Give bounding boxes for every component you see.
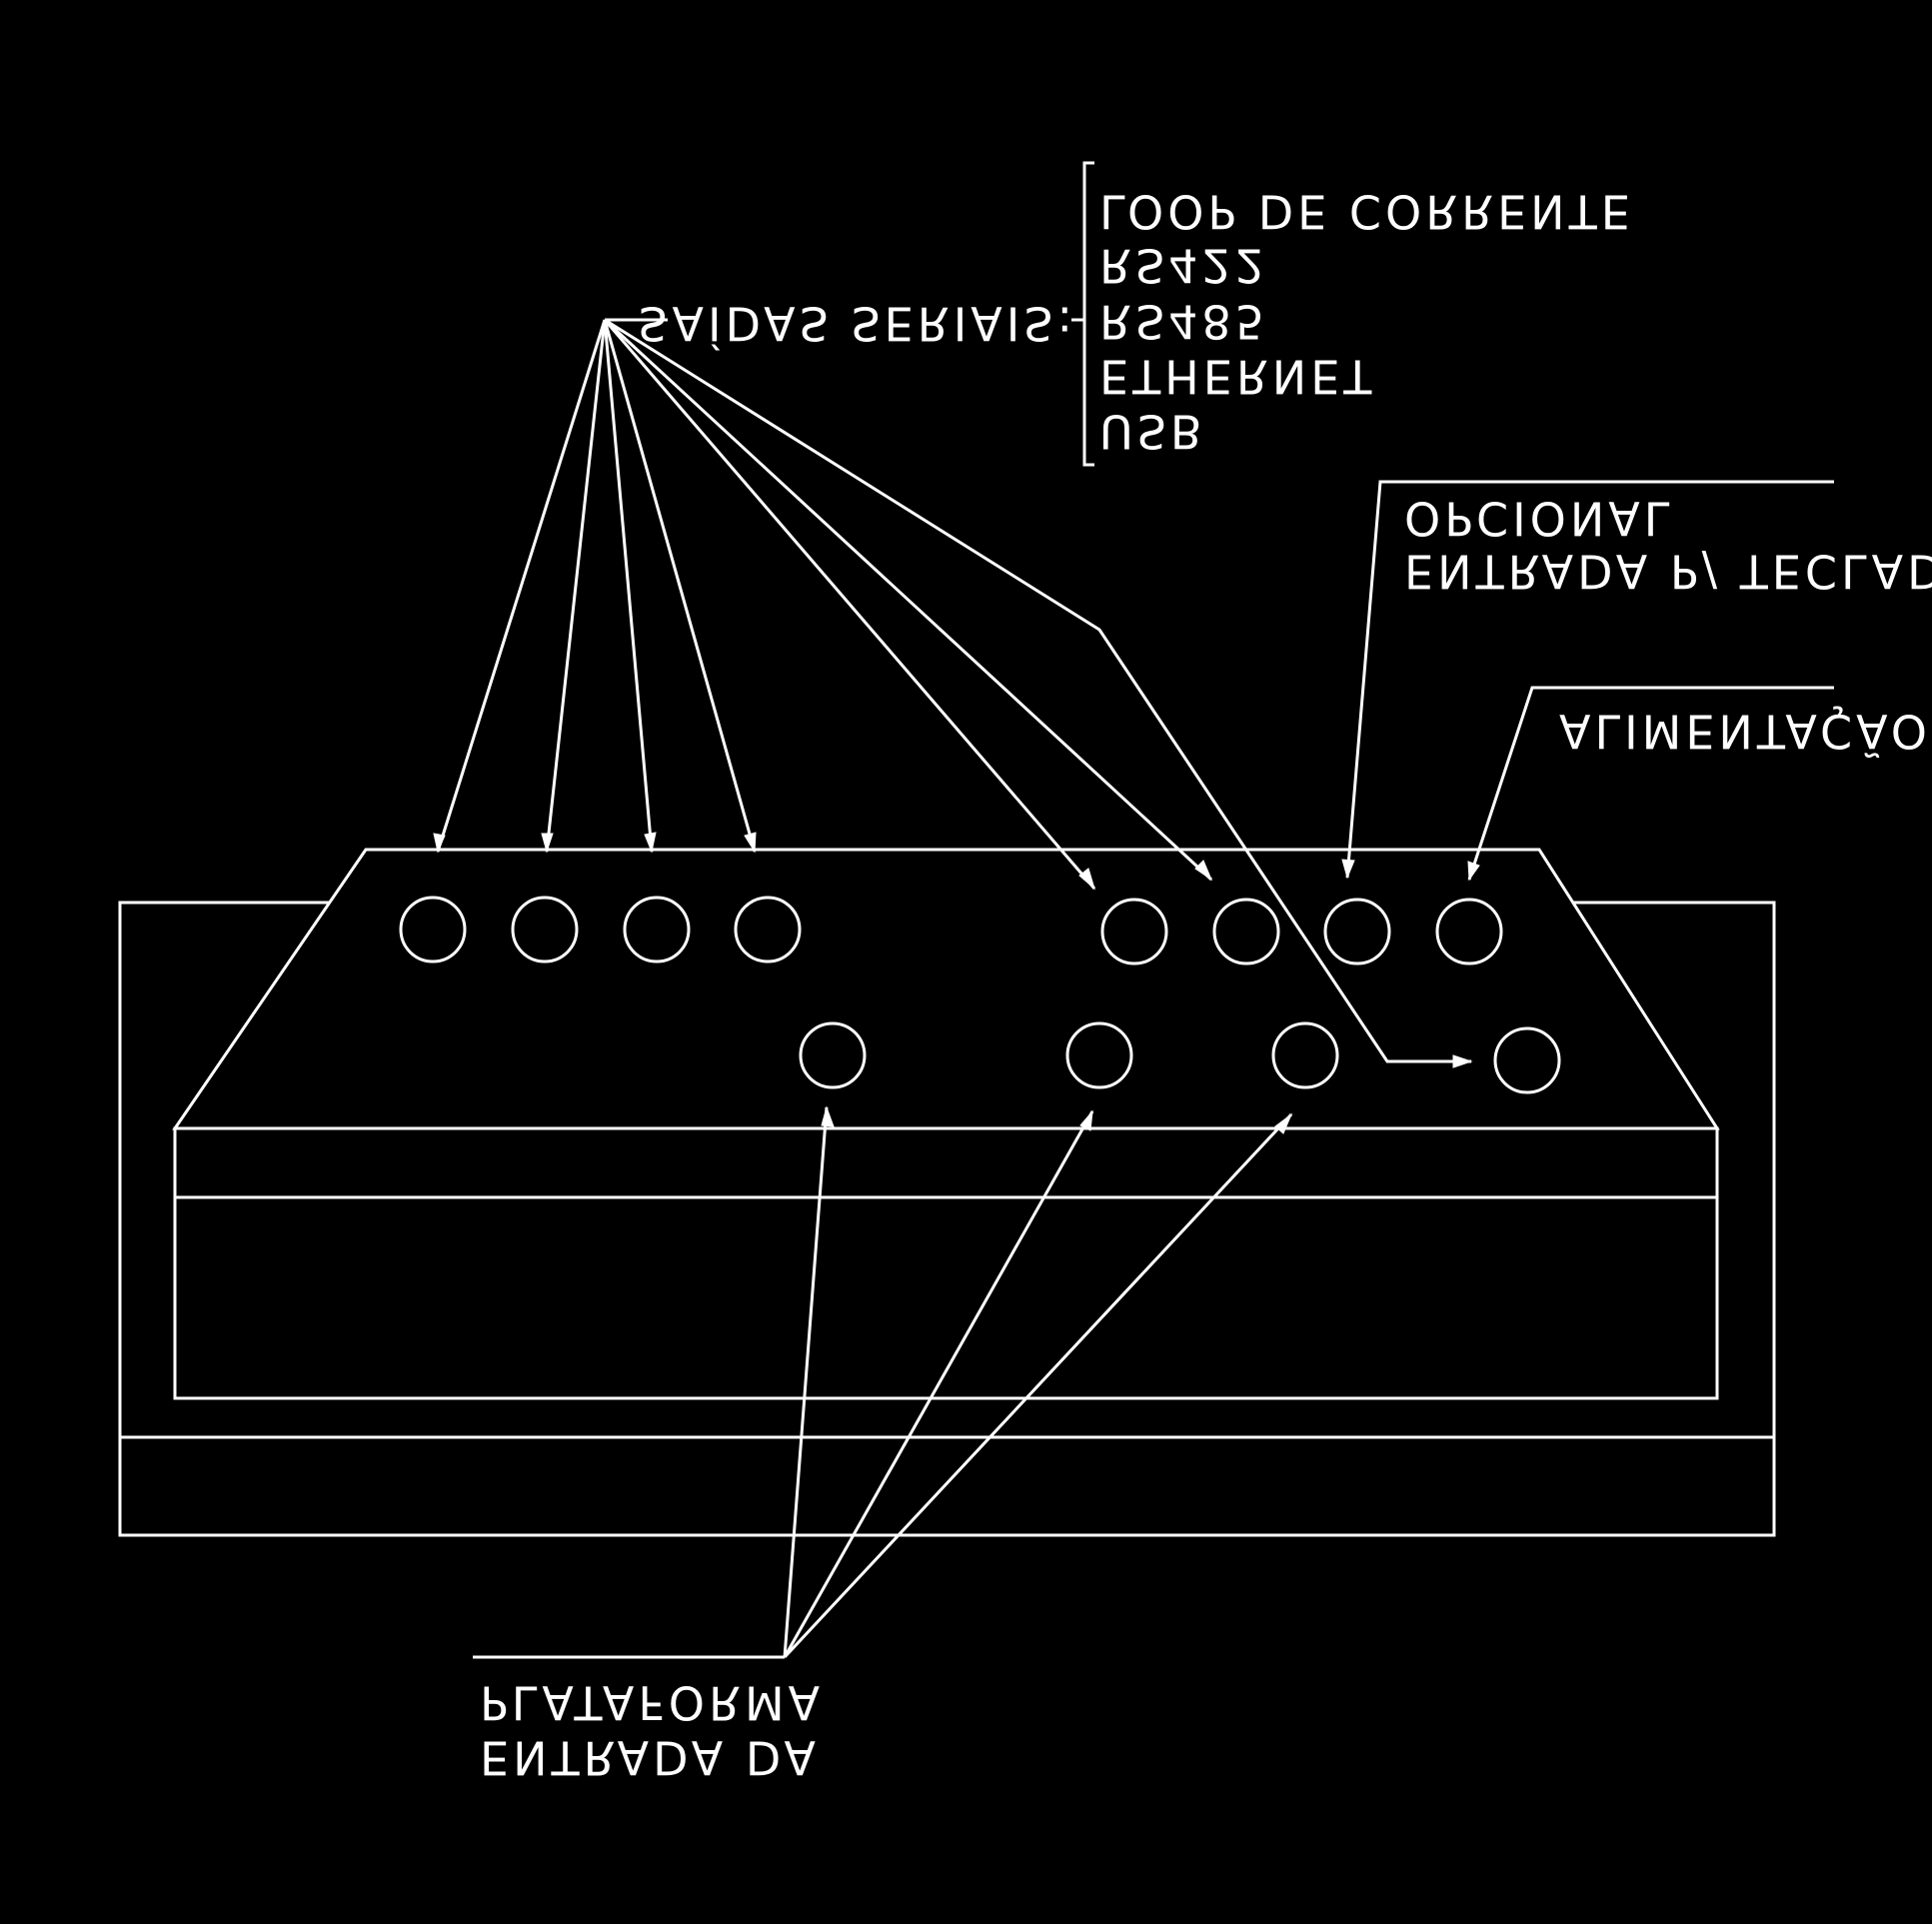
arrowhead-icon <box>433 833 446 854</box>
serial-item-rs485: RS485 <box>1099 295 1268 349</box>
platform-leader-3 <box>783 1112 1293 1659</box>
keyboard-leader <box>1345 480 1834 879</box>
arrowhead-icon <box>821 1105 835 1127</box>
serial-leader-3 <box>603 319 654 853</box>
serial-port-5 <box>1100 898 1168 965</box>
serial-port-3 <box>623 896 691 963</box>
arrowhead-icon <box>1452 1054 1473 1068</box>
ports <box>399 896 1561 1094</box>
serial-leader-5 <box>603 319 1096 890</box>
keyboard-input-label: ENTRADA P/ TECLADO <box>1404 545 1932 599</box>
serial-list-bracket <box>1071 161 1094 467</box>
arrowhead-icon <box>1341 859 1355 880</box>
serial-port-7 <box>1493 1026 1561 1094</box>
serial-leader-7 <box>604 318 1471 1063</box>
arrowhead-icon <box>1078 868 1095 891</box>
serial-port-2 <box>511 896 579 963</box>
labels: SAÍDAS SERIAIS: LOOP DE CORRENTE RS422 R… <box>480 185 1932 1785</box>
serial-port-1 <box>399 896 467 963</box>
bracket-line <box>1082 161 1094 467</box>
serial-leader-4 <box>603 319 757 853</box>
platform-port-3 <box>1271 1021 1339 1089</box>
platform-leader-lines <box>473 1106 1293 1659</box>
platform-port-1 <box>799 1021 867 1089</box>
platform-leader-1 <box>783 1106 829 1658</box>
arrowhead-icon <box>644 832 657 854</box>
serial-leader-2 <box>545 319 607 853</box>
serial-leader-1 <box>436 319 607 853</box>
arrowhead-icon <box>744 832 757 854</box>
arrowhead-icon <box>1194 860 1213 882</box>
power-label: ALIMENTAÇÃO <box>1559 705 1931 759</box>
platform-label-line2: ENTRADA DA <box>480 1731 820 1785</box>
platform-port-2 <box>1065 1021 1133 1089</box>
serial-item-rs422: RS422 <box>1099 239 1268 293</box>
power-port <box>1435 898 1503 965</box>
serial-item-usb: USB <box>1099 405 1205 459</box>
top-connector-panel <box>172 848 1720 1130</box>
arrowhead-icon <box>1274 1112 1293 1134</box>
serial-port-6 <box>1212 898 1280 965</box>
platform-leader-2 <box>783 1110 1094 1658</box>
power-leader <box>1467 686 1834 881</box>
arrowhead-icon <box>1079 1109 1093 1131</box>
serial-port-4 <box>734 896 802 963</box>
platform-label-line1: PLATAFORMA <box>480 1676 824 1730</box>
keyboard-power-leaders <box>1345 480 1834 881</box>
keyboard-optional-label: OPCIONAL <box>1404 492 1673 546</box>
serial-leader-lines <box>436 318 1471 1063</box>
serial-item-ethernet: ETHERNET <box>1099 350 1375 404</box>
serial-item-current-loop: LOOP DE CORRENTE <box>1099 185 1634 239</box>
arrowhead-icon <box>541 833 554 854</box>
serial-leader-6 <box>603 318 1213 882</box>
arrowhead-icon <box>1467 861 1480 882</box>
arrowheads <box>433 832 1480 1134</box>
keyboard-port <box>1323 898 1391 965</box>
front-face <box>173 1126 1719 1400</box>
serial-outputs-label: SAÍDAS SERIAIS: <box>638 297 1076 351</box>
device-body <box>118 848 1776 1537</box>
